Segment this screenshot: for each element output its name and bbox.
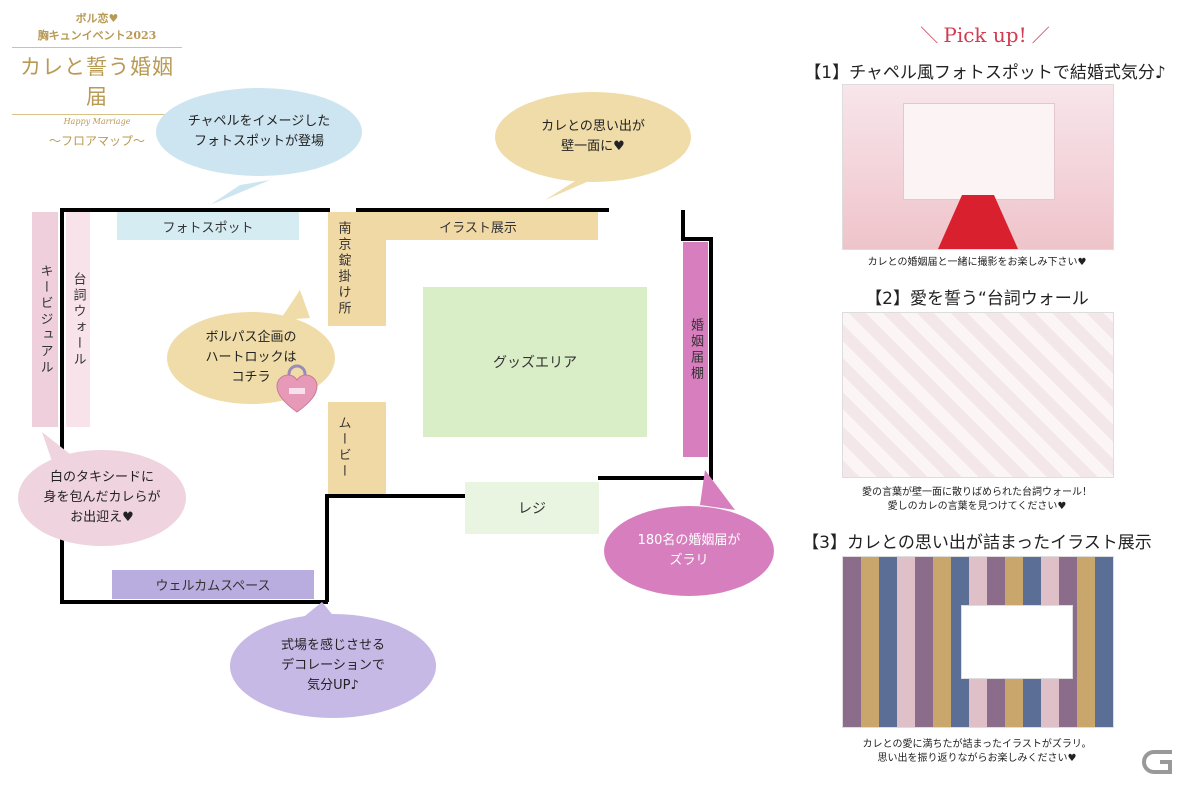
wall-bottom-left [60, 600, 328, 604]
chapel-window [903, 103, 1055, 200]
pickup-header-text: Pick up! [943, 23, 1027, 47]
wall-inner-horizontal [325, 494, 467, 498]
pickup-slash-left-icon: ＼ [920, 26, 939, 47]
pickup-item-2-photo [842, 312, 1114, 478]
wall-left [60, 208, 64, 603]
pickup-item-3-photo [842, 556, 1114, 728]
logo-line2: 胸キュンイベント2023 [37, 29, 157, 42]
logo-script: Happy Marriage [63, 117, 131, 126]
area-illust-display: イラスト展示 [358, 212, 598, 240]
bubble-decoration: 式場を感じさせる デコレーションで 気分UP♪ [230, 614, 436, 718]
bubble-memories: カレとの思い出が 壁一面に♥ [495, 92, 691, 182]
pickup-item-3-title: 【3】カレとの思い出が詰まったイラスト展示 [802, 533, 1152, 553]
area-serifu-wall: 台詞ウォール [66, 212, 90, 427]
pickup-item-2-title: 【2】愛を誓う“台詞ウォール [865, 289, 1089, 309]
area-nankin-label: 南京錠掛け所 [335, 221, 351, 317]
pickup-item-1-caption: カレとの婚姻届と一緒に撮影をお楽しみ下さい♥ [867, 257, 1087, 268]
area-photo-spot: フォトスポット [117, 212, 299, 240]
area-goods: グッズエリア [423, 287, 647, 437]
pickup-slash-right-icon: ／ [1031, 26, 1050, 47]
wall-right [709, 238, 713, 480]
area-movie-label: ムービー [335, 416, 351, 480]
area-key-visual-label: キービジュアル [37, 263, 53, 376]
floor-map: フォトスポット 南京錠掛け所 イラスト展示 グッズエリア 婚姻届棚 ムービー レ… [18, 88, 774, 718]
pickup-header: ＼ Pick up! ／ [770, 22, 1200, 48]
tail-chapel [210, 180, 270, 205]
logo-subtitle: 〜フロアマップ〜 [48, 134, 145, 148]
area-key-visual: キービジュアル [32, 212, 58, 427]
heart-lock-icon [276, 364, 318, 413]
area-konin-shelf-label: 婚姻届棚 [688, 317, 703, 382]
tail-heartlock [280, 290, 310, 320]
area-konin-shelf: 婚姻届棚 [683, 242, 708, 457]
logo-title: カレと誓う婚姻届 [12, 47, 182, 115]
area-nankin-lock: 南京錠掛け所 [328, 212, 358, 326]
area-welcome: ウェルカムスペース [112, 570, 314, 599]
wall-right-top [681, 210, 685, 240]
chapel-red-carpet [938, 195, 1018, 249]
area-nankin-strip [358, 238, 386, 326]
event-logo: ボル恋♥ 胸キュンイベント2023 カレと誓う婚姻届 Happy Marriag… [12, 10, 182, 149]
wall-top-right [356, 208, 609, 212]
wall-inner-vertical [325, 494, 329, 602]
pickup-item-1-photo [842, 84, 1114, 250]
pickup-item-3-caption: カレとの愛に満ちたが詰まったイラストがズラリ。 思い出を振り返りながらお楽しみく… [862, 739, 1092, 764]
bubble-chapel: チャペルをイメージした フォトスポットが登場 [156, 88, 362, 176]
wall-right-step [681, 237, 713, 241]
pickup-section: ＼ Pick up! ／ 【1】チャペル風フォトスポットで結婚式気分♪ カレとの… [770, 0, 1200, 790]
area-movie-strip [358, 402, 386, 494]
wall-top-left [60, 208, 330, 212]
pickup-item-1-title: 【1】チャペル風フォトスポットで結婚式気分♪ [804, 63, 1166, 83]
pickup-item-2-caption: 愛の言葉が壁一面に散りばめられた台詞ウォール！ 愛しのカレの言葉を見つけてくださ… [862, 487, 1092, 512]
tail-konin180 [700, 470, 735, 510]
area-register: レジ [465, 482, 599, 534]
illust-message-board [961, 605, 1073, 679]
bubble-konin180: 180名の婚姻届が ズラリ [604, 506, 774, 596]
wall-bottom-right [598, 476, 713, 480]
area-serifu-wall-label: 台詞ウォール [70, 271, 86, 368]
site-watermark-icon [1142, 750, 1172, 774]
logo-line1: ボル恋♥ [75, 12, 119, 25]
area-movie: ムービー [328, 402, 358, 494]
bubble-tuxedo: 白のタキシードに 身を包んだカレらが お出迎え♥ [18, 450, 186, 546]
